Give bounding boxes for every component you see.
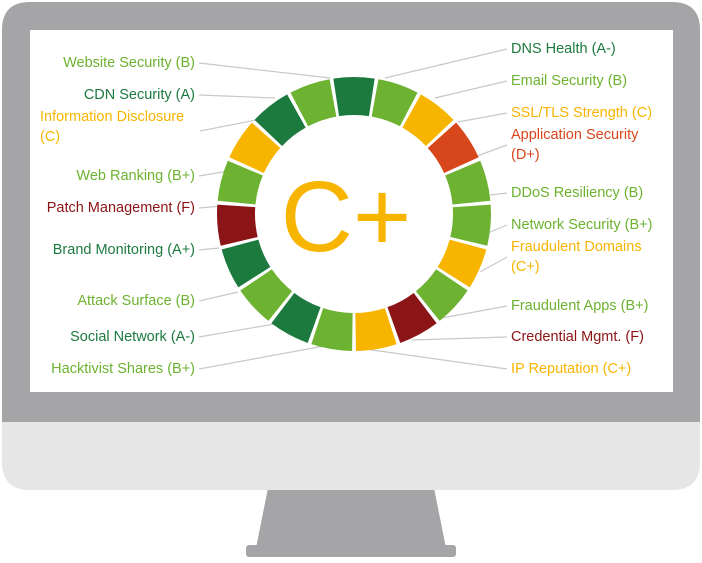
overall-grade: C+: [281, 161, 412, 273]
segment-hacktivist-shares: [311, 308, 353, 351]
label-information-disclosure: Information Disclosure: [40, 109, 184, 125]
segment-website-security: [290, 79, 337, 127]
segment-ip-reputation: [355, 308, 397, 351]
label-email-security: Email Security (B): [511, 73, 627, 89]
leader-line: [198, 322, 281, 338]
grade-ring: [217, 77, 491, 351]
leader-line: [434, 80, 508, 99]
label-information-disclosure-grade: (C): [40, 129, 60, 145]
label-application-security-grade: (D+): [511, 147, 540, 163]
label-network-security: Network Security (B+): [511, 217, 652, 233]
label-web-ranking: Web Ranking (B+): [76, 168, 195, 184]
leader-line: [457, 112, 508, 123]
label-ddos-resiliency: DDoS Resiliency (B): [511, 185, 643, 201]
segment-attack-surface: [240, 269, 293, 321]
label-credential-mgmt: Credential Mgmt. (F): [511, 329, 644, 345]
label-ssl-tls-strength: SSL/TLS Strength (C): [511, 105, 652, 121]
leader-line: [384, 48, 508, 79]
label-fraudulent-domains: Fraudulent Domains: [511, 239, 642, 255]
leader-line: [198, 94, 276, 99]
monitor-chin: [2, 422, 700, 490]
label-social-network: Social Network (A-): [70, 329, 195, 345]
leader-line: [489, 224, 508, 233]
leader-line: [411, 336, 508, 341]
leader-line: [198, 247, 220, 251]
segment-ddos-resiliency: [445, 160, 491, 205]
leader-line: [479, 256, 508, 273]
segment-social-network: [271, 292, 321, 343]
segment-patch-management: [217, 204, 258, 246]
leader-line: [199, 119, 257, 132]
segment-web-ranking: [217, 160, 263, 205]
label-cdn-security: CDN Security (A): [84, 87, 195, 103]
leader-line: [476, 144, 508, 157]
segment-brand-monitoring: [221, 239, 271, 288]
monitor-stand: [256, 488, 446, 548]
segment-cdn-security: [254, 94, 306, 146]
leader-line: [198, 291, 239, 302]
label-fraudulent-domains-grade: (C+): [511, 259, 540, 275]
label-patch-management: Patch Management (F): [47, 200, 195, 216]
label-brand-monitoring: Brand Monitoring (A+): [53, 242, 195, 258]
monitor-stand-base: [246, 545, 456, 557]
label-hacktivist-shares: Hacktivist Shares (B+): [51, 361, 195, 377]
leader-lines: [198, 48, 508, 370]
label-website-security: Website Security (B): [63, 55, 195, 71]
label-application-security: Application Security: [511, 127, 639, 143]
segment-dns-health: [333, 77, 375, 117]
segment-fraudulent-apps: [415, 269, 468, 321]
leader-line: [198, 62, 331, 79]
segment-application-security: [427, 122, 479, 173]
leader-line: [489, 192, 508, 196]
label-fraudulent-apps: Fraudulent Apps (B+): [511, 298, 648, 314]
segment-information-disclosure: [229, 122, 281, 173]
segment-network-security: [450, 204, 491, 246]
segment-ssl-tls-strength: [402, 94, 454, 146]
label-ip-reputation: IP Reputation (C+): [511, 361, 631, 377]
segment-fraudulent-domains: [437, 239, 487, 288]
leader-line: [198, 343, 336, 370]
leader-line: [364, 348, 508, 370]
leader-line: [441, 305, 508, 319]
label-dns-health: DNS Health (A-): [511, 41, 616, 57]
segment-credential-mgmt: [387, 292, 437, 343]
label-attack-surface: Attack Surface (B): [77, 293, 195, 309]
segment-email-security: [371, 79, 418, 127]
